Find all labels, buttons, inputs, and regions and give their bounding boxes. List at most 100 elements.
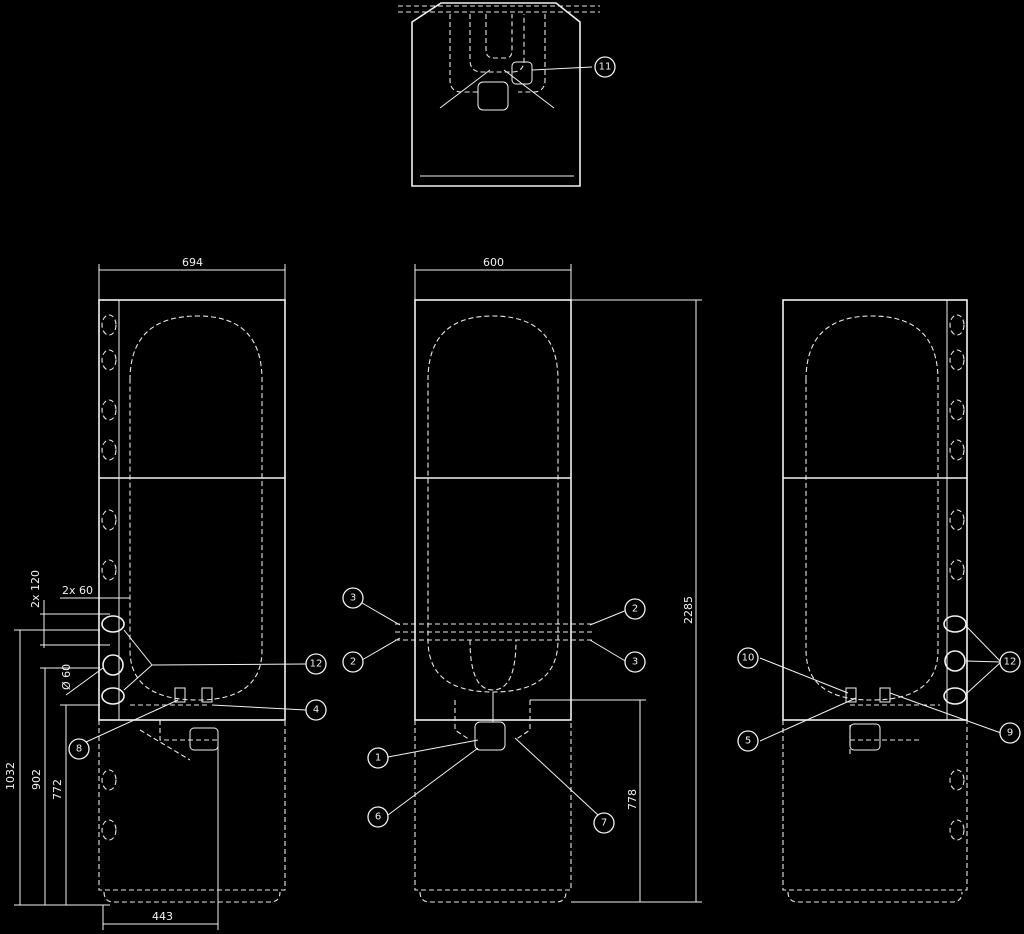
leader-6: [387, 747, 479, 816]
dimension-diameter-60: Ø 60: [60, 664, 73, 690]
leader-12-right: [965, 660, 1002, 663]
leader-12-left: [123, 629, 153, 666]
callout-11: 11: [594, 56, 616, 78]
callout-8-label: 8: [76, 744, 82, 755]
front-view-lower-module: [414, 720, 572, 891]
front-view-pump: [474, 721, 506, 751]
front-view-base: [419, 891, 567, 903]
callout-4: 4: [305, 699, 327, 721]
leader-5: [759, 697, 857, 742]
leader-2-left: [361, 637, 401, 661]
top-view-pipe-loop: [485, 14, 513, 59]
front-view-pipe-lines: [395, 623, 595, 641]
left-view-pipework: [130, 704, 220, 761]
left-view-opening-lower: [101, 687, 125, 705]
right-view-base: [787, 891, 963, 903]
callout-11-label: 11: [599, 62, 612, 73]
callout-1: 1: [367, 747, 389, 769]
right-view-opening-round: [944, 650, 966, 672]
top-view-fitting: [439, 69, 555, 109]
callout-12-left: 12: [305, 653, 327, 675]
left-view-valve-group: [189, 727, 219, 751]
callout-2-label: 2: [632, 604, 638, 615]
left-view-opening-upper: [101, 615, 125, 633]
callout-10-label: 10: [742, 653, 755, 664]
callout-5: 5: [737, 730, 759, 752]
callout-3-label: 3: [632, 657, 638, 668]
left-view-side-holes: [101, 314, 117, 841]
dimension-778: 778: [626, 789, 639, 810]
leader-3-left: [361, 602, 401, 626]
dimension-902: 902: [30, 769, 43, 790]
right-view-valve-group: [849, 723, 881, 751]
front-view-pipe-bend: [469, 639, 517, 691]
right-view-side-holes: [949, 314, 965, 841]
right-view-connector: [845, 687, 857, 703]
callout-8: 8: [68, 738, 90, 760]
top-view-valve: [511, 61, 533, 85]
dimension-1032: 1032: [4, 762, 17, 790]
dimension-772: 772: [51, 779, 64, 800]
front-view: 600 2285 778: [361, 256, 702, 903]
left-side-view: 694 1032 902 772 2x 120 2x 60 Ø 60 443: [4, 256, 307, 930]
leader-12-right: [965, 625, 1002, 663]
right-view-pipework: [849, 704, 940, 755]
leader-12-left: [123, 664, 153, 691]
callout-10: 10: [737, 647, 759, 669]
top-view: [398, 2, 600, 187]
dimension-2x60: 2x 60: [62, 584, 93, 597]
dimension-2x120: 2x 120: [29, 570, 42, 608]
leader-4: [211, 704, 307, 711]
callout-9-label: 9: [1007, 728, 1013, 739]
left-view-opening-round: [102, 654, 124, 676]
callout-12-right: 12: [999, 651, 1021, 673]
right-view-opening-upper: [943, 615, 967, 633]
right-view-lower-module: [782, 720, 968, 891]
leader-8: [85, 699, 179, 743]
callout-3-left: 3: [342, 587, 364, 609]
leader-3-right: [589, 639, 628, 663]
callout-5-label: 5: [745, 736, 751, 747]
dimension-694: 694: [182, 256, 203, 269]
leader-12-right: [965, 661, 1002, 695]
callout-3-right: 3: [624, 651, 646, 673]
right-view-upper-cabinet: [782, 299, 968, 721]
leader-7: [514, 737, 599, 816]
callout-7-label: 7: [601, 818, 607, 829]
leader-1: [387, 739, 479, 758]
leader-10: [759, 657, 849, 694]
left-view-lower-module: [98, 720, 286, 891]
top-view-leader: [531, 66, 593, 71]
callout-4-label: 4: [313, 705, 319, 716]
callout-6-label: 6: [375, 812, 381, 823]
left-view-connector: [174, 687, 186, 703]
top-view-pipe-loop: [449, 14, 546, 93]
left-view-base: [103, 891, 281, 903]
leader-9: [889, 692, 1002, 734]
right-side-view: [759, 299, 1002, 903]
left-view-upper-cabinet: [98, 299, 286, 721]
callout-12-label: 12: [1004, 657, 1017, 668]
callout-3-label: 3: [350, 593, 356, 604]
leader-2-right: [589, 609, 628, 626]
front-view-upper-cabinet: [414, 299, 572, 721]
top-view-outline: [411, 2, 581, 187]
callout-2-left: 2: [342, 651, 364, 673]
left-view-tank-outline: [129, 315, 263, 701]
callout-7: 7: [593, 812, 615, 834]
callout-12-label: 12: [310, 659, 323, 670]
dim-leader-diameter: [65, 667, 104, 696]
callout-2-label: 2: [350, 657, 356, 668]
dimension-600: 600: [483, 256, 504, 269]
dimension-2285: 2285: [682, 596, 695, 624]
front-view-tank-outline: [427, 315, 559, 693]
callouts: 11 12 4 8 3 2 2 3 1 6 7 10 5 12 9: [68, 56, 1021, 834]
right-view-tank-outline: [805, 315, 939, 701]
leader-12-left: [151, 663, 307, 666]
top-view-pump: [477, 81, 509, 111]
front-view-pipework: [454, 700, 531, 741]
callout-9: 9: [999, 722, 1021, 744]
right-view-opening-lower: [943, 687, 967, 705]
callout-6: 6: [367, 806, 389, 828]
